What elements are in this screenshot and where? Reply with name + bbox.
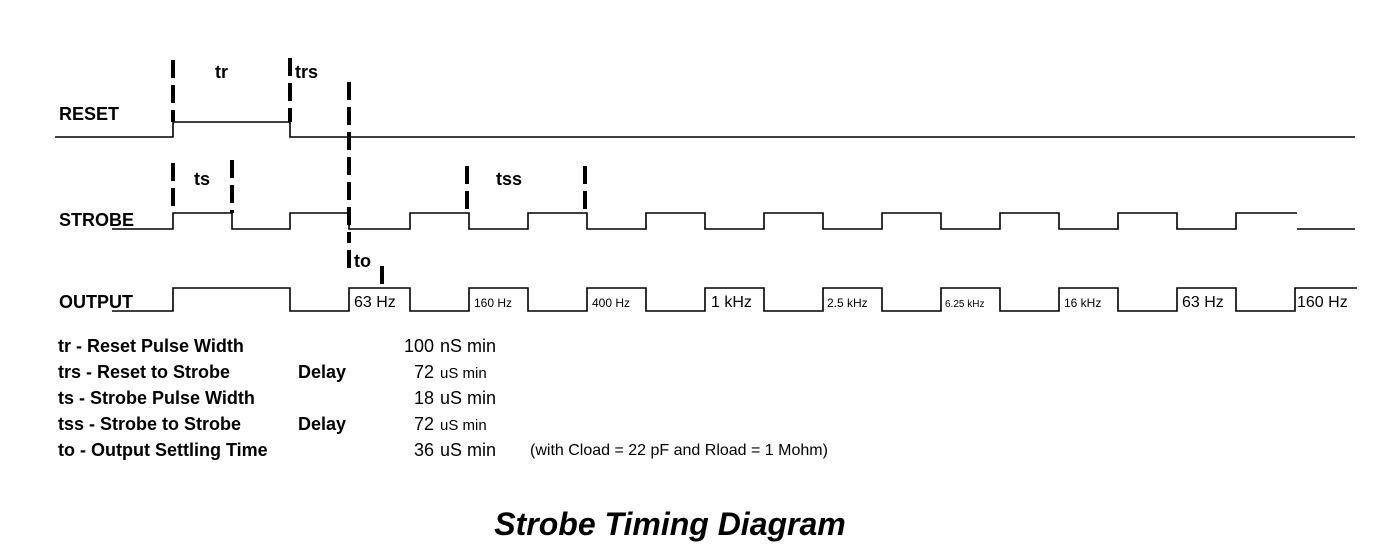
output-freq-label: 2.5 kHz	[827, 296, 868, 310]
reset-waveform	[55, 121, 1355, 138]
output-freq-label: 16 kHz	[1064, 296, 1101, 310]
trs-label: trs	[295, 62, 318, 82]
tss-label: tss	[496, 169, 522, 189]
timing-unit: uS min	[440, 365, 487, 382]
output-signal-label: OUTPUT	[59, 292, 133, 312]
output-freq-label: 6.25 kHz	[945, 299, 984, 310]
timing-name: to - Output Settling Time	[58, 440, 268, 460]
timing-value: 36	[413, 440, 434, 460]
to-label: to	[354, 251, 371, 271]
output-freq-label: 160 Hz	[1297, 294, 1348, 311]
timing-value: 72	[413, 414, 434, 434]
timing-name: tr - Reset Pulse Width	[58, 336, 244, 356]
output-freq-label: 400 Hz	[592, 296, 630, 310]
strobe-waveform	[112, 212, 1297, 230]
timing-unit: uS min	[440, 440, 497, 460]
timing-value: 72	[413, 362, 434, 382]
tr-label: tr	[215, 62, 228, 82]
output-freq-label: 63 Hz	[354, 294, 396, 311]
output-freq-label: 1 kHz	[711, 294, 752, 311]
timing-unit: uS min	[440, 417, 487, 434]
timing-delay: Delay	[298, 414, 347, 434]
output-waveform	[112, 287, 1357, 312]
timing-diagram: RESET STROBE OUTPUT tr trs ts tss to 63 …	[55, 58, 1357, 312]
timing-note: (with Cload = 22 pF and Rload = 1 Mohm)	[530, 442, 828, 459]
timing-delay: Delay	[298, 362, 347, 382]
timing-name: trs - Reset to Strobe	[58, 362, 231, 382]
timing-name: ts - Strobe Pulse Width	[58, 388, 255, 408]
ts-label: ts	[194, 169, 210, 189]
timing-unit: uS min	[440, 388, 497, 408]
timing-name: tss - Strobe to Strobe	[58, 414, 242, 434]
diagram-title: Strobe Timing Diagram	[494, 506, 846, 542]
timing-value: 18	[413, 388, 434, 408]
timing-value: 100	[403, 336, 434, 356]
output-freq-label: 160 Hz	[474, 296, 512, 310]
timing-unit: nS min	[440, 336, 497, 356]
output-freq-label: 63 Hz	[1182, 294, 1224, 311]
reset-signal-label: RESET	[59, 104, 119, 124]
strobe-signal-label: STROBE	[59, 210, 134, 230]
